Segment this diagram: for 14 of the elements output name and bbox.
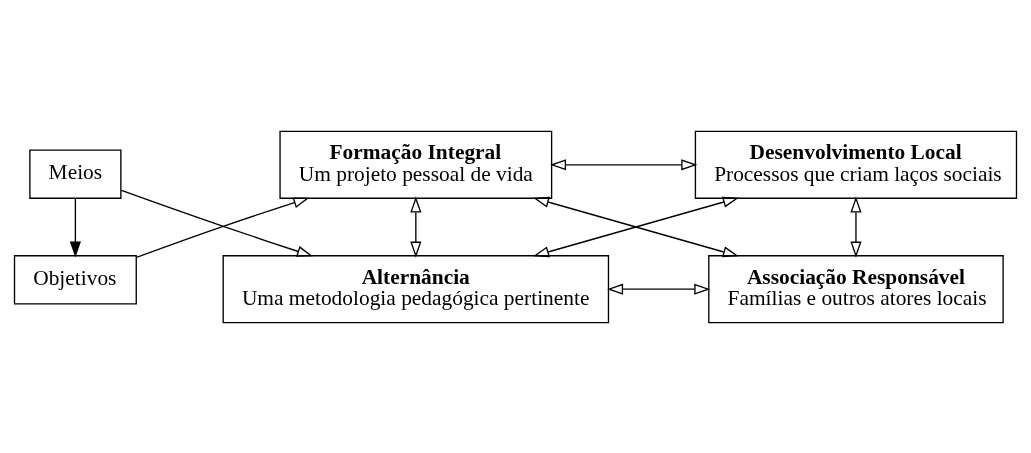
arrow <box>850 196 862 258</box>
node-box: Meios <box>29 148 122 199</box>
arrow <box>549 158 698 170</box>
arrow <box>410 196 422 258</box>
arrow <box>607 283 711 295</box>
arrow <box>135 196 310 258</box>
node-box: Desenvolvimento Local Processos que criam laços sociais <box>694 130 1018 199</box>
arrow <box>533 196 739 257</box>
arrow <box>120 189 313 257</box>
arrow <box>69 197 81 257</box>
node-box: Objetivos <box>13 254 137 305</box>
node-box: Formação Integral Um projeto pessoal de vida <box>279 130 553 199</box>
node-box: Associação Responsável Famílias e outros atores locais <box>708 254 1004 323</box>
node-box: Alternância Uma metodologia pedagógica pertinente <box>222 254 610 323</box>
